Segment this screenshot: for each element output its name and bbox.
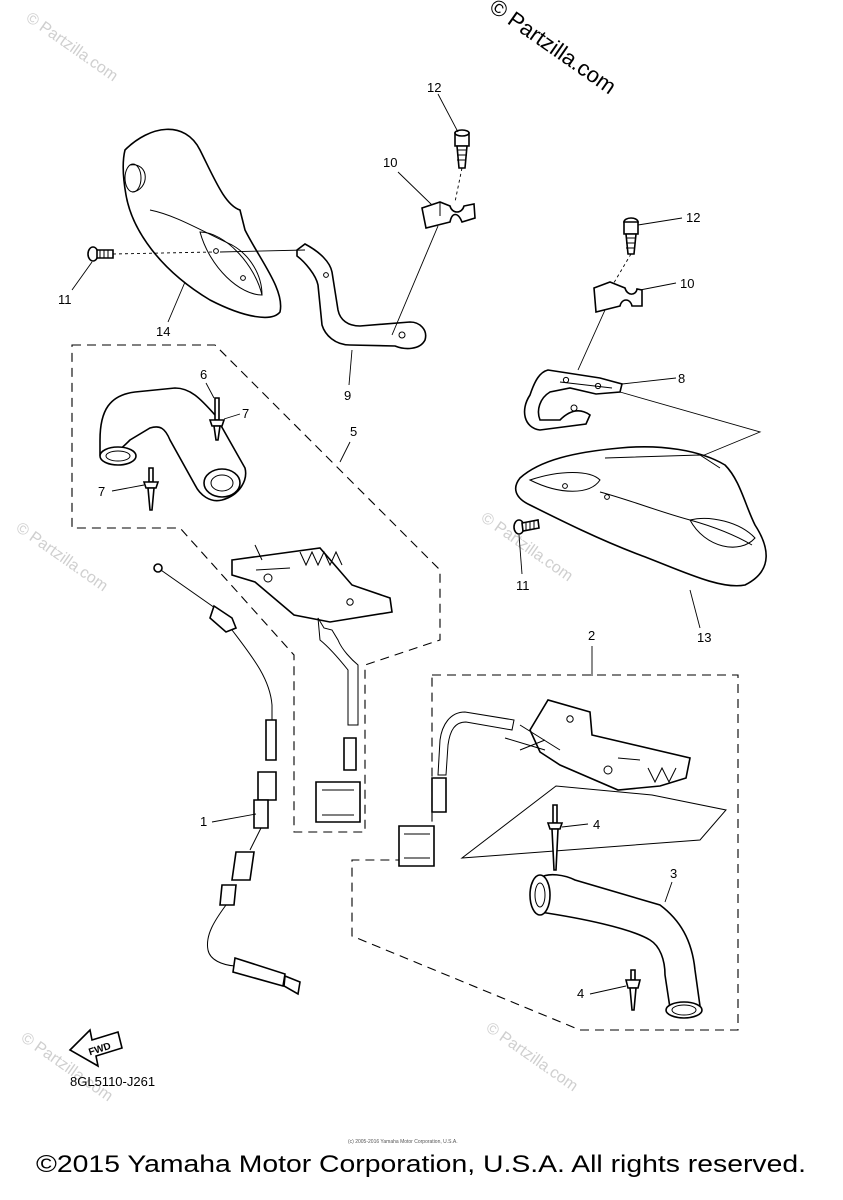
watermark-top: © Partzilla.com: [485, 0, 621, 99]
leader-14: [167, 281, 186, 323]
callout-12-upper: 12: [427, 80, 441, 95]
callout-4-lower: 4: [577, 986, 584, 1001]
callout-9: 9: [344, 388, 351, 403]
hand-guard-left: [122, 128, 282, 319]
leader-6: [205, 382, 215, 399]
callout-10-upper: 10: [383, 155, 397, 170]
callout-1: 1: [200, 814, 207, 829]
bolt-12-lower: [611, 217, 683, 287]
callout-8: 8: [678, 371, 685, 386]
watermark-left-top: © Partzilla.com: [23, 9, 121, 85]
callout-11-left: 11: [58, 292, 72, 307]
fwd-arrow-icon: FWD: [68, 1028, 123, 1068]
kit-5-outline: [71, 344, 441, 833]
bracket-8: [523, 369, 762, 499]
bracket-9: [219, 243, 427, 350]
rivet-7-upper: [208, 397, 241, 441]
rivet-4-upper: [546, 804, 589, 871]
callout-4-upper: 4: [593, 817, 600, 832]
watermark-right-bottom: © Partzilla.com: [483, 1019, 581, 1095]
clamp-10-lower: [577, 281, 677, 371]
clamp-10-upper: [391, 201, 476, 336]
callout-2: 2: [588, 628, 595, 643]
small-copyright: (c) 2005-2016 Yamaha Motor Corporation, …: [348, 1139, 458, 1145]
bolt-12-upper: [454, 129, 470, 203]
callout-14: 14: [156, 324, 170, 339]
rivet-4-lower: [589, 969, 642, 1011]
callout-7-upper: 7: [242, 406, 249, 421]
leader-5: [339, 441, 351, 463]
callout-7-lower: 7: [98, 484, 105, 499]
rivet-7-lower: [111, 467, 160, 511]
callout-11-right: 11: [516, 578, 530, 593]
callout-13: 13: [697, 630, 711, 645]
callout-10-lower: 10: [680, 276, 694, 291]
leader-12-upper: [437, 93, 459, 133]
callouts: 12 10 11 14 9 6 7 5 7 12 10 8 11 13 2 1 …: [58, 80, 711, 1001]
callout-3: 3: [670, 866, 677, 881]
hand-guard-right: [514, 446, 767, 629]
callout-6: 6: [200, 367, 207, 382]
leader-10-upper: [397, 171, 433, 206]
grip-heater-3: [529, 873, 703, 1019]
callout-12-lower: 12: [686, 210, 700, 225]
heater-plate-left: [231, 544, 393, 823]
copyright-footer: ©2015 Yamaha Motor Corporation, U.S.A. A…: [36, 1151, 806, 1178]
leader-9: [348, 349, 353, 386]
grip-heater-6: [99, 387, 247, 502]
screw-11-left: [87, 246, 214, 262]
screw-11-right: [513, 519, 540, 575]
callout-5: 5: [350, 424, 357, 439]
leader-11-left: [71, 261, 93, 291]
diagram-code: 8GL5110-J261: [70, 1074, 155, 1089]
cable-1: [153, 563, 301, 996]
heater-plate-right: [398, 699, 727, 867]
watermark-left-mid: © Partzilla.com: [13, 519, 111, 595]
